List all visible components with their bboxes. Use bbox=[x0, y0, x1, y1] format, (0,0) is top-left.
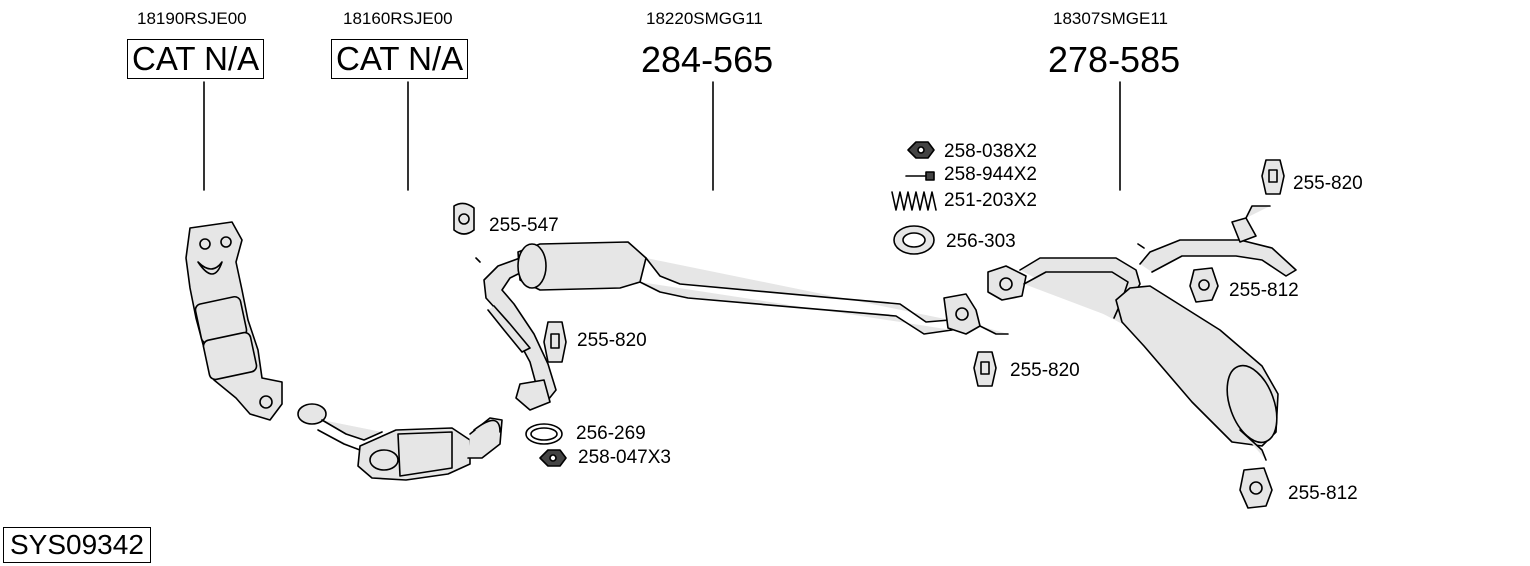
rubber-hanger-icon bbox=[1239, 467, 1273, 509]
rubber-hanger-icon bbox=[1189, 267, 1219, 303]
fitting-label[interactable]: 258-944X2 bbox=[944, 164, 1037, 185]
gasket-ring-icon bbox=[525, 423, 563, 445]
oem-number-p3: 18220SMGG11 bbox=[646, 9, 763, 28]
intermediate-pipe-drawing bbox=[475, 241, 953, 411]
fitting-label[interactable]: 258-038X2 bbox=[944, 141, 1037, 162]
nut-icon bbox=[539, 449, 567, 467]
front-catalyst-drawing bbox=[185, 221, 283, 421]
oem-number-p4: 18307SMGE11 bbox=[1053, 9, 1168, 28]
fitting-label[interactable]: 256-303 bbox=[946, 231, 1016, 252]
rubber-hanger-icon bbox=[543, 321, 567, 363]
part-ref-p4[interactable]: 278-585 bbox=[1048, 39, 1181, 80]
bolt-icon bbox=[905, 171, 935, 181]
mid-catalyst-drawing bbox=[297, 403, 503, 481]
gasket-ring-icon bbox=[893, 225, 935, 255]
rubber-hanger-icon bbox=[453, 202, 475, 235]
rear-silencer-drawing bbox=[987, 205, 1297, 461]
rubber-hanger-icon bbox=[973, 351, 997, 387]
part-ref-p1[interactable]: CAT N/A bbox=[127, 39, 265, 79]
part-ref-p2[interactable]: CAT N/A bbox=[331, 39, 469, 79]
oem-number-p1: 18190RSJE00 bbox=[137, 9, 247, 28]
oem-number-p2: 18160RSJE00 bbox=[343, 9, 453, 28]
fitting-label[interactable]: 255-547 bbox=[489, 215, 559, 236]
fitting-label[interactable]: 255-812 bbox=[1288, 483, 1358, 504]
spring-icon bbox=[891, 191, 937, 211]
fitting-label[interactable]: 255-820 bbox=[1010, 360, 1080, 381]
fitting-label[interactable]: 255-820 bbox=[577, 330, 647, 351]
fitting-label[interactable]: 255-812 bbox=[1229, 280, 1299, 301]
fitting-label[interactable]: 258-047X3 bbox=[578, 447, 671, 468]
system-id-badge: SYS09342 bbox=[3, 527, 151, 563]
nut-icon bbox=[907, 141, 935, 159]
fitting-label[interactable]: 251-203X2 bbox=[944, 190, 1037, 211]
rubber-hanger-icon bbox=[1261, 159, 1285, 195]
joint-flange-drawing bbox=[943, 293, 1009, 335]
part-ref-p3[interactable]: 284-565 bbox=[641, 39, 774, 80]
fitting-label[interactable]: 255-820 bbox=[1293, 173, 1363, 194]
fitting-label[interactable]: 256-269 bbox=[576, 423, 646, 444]
